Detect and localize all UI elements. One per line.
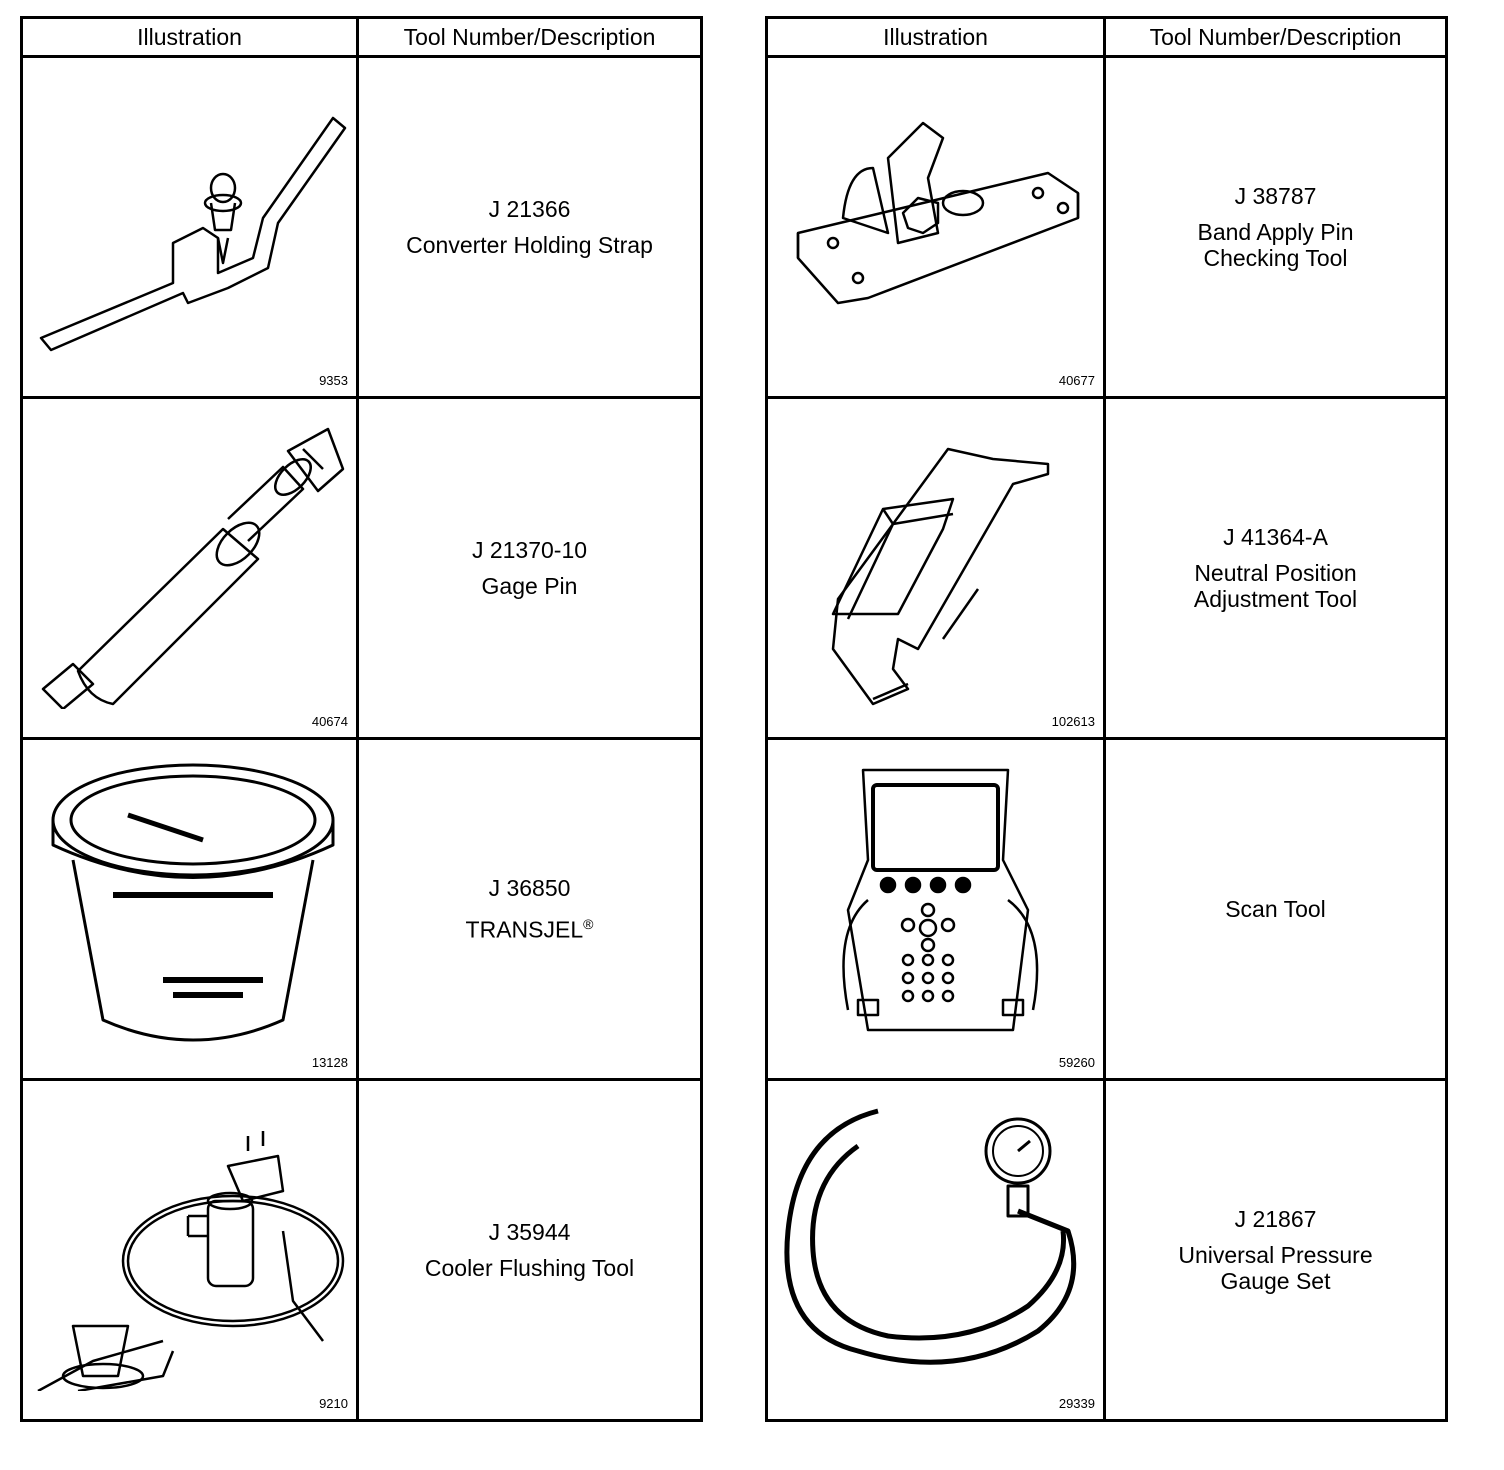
tool-number: J 35944 [488,1219,571,1245]
figure-number: 9210 [319,1396,348,1411]
illustration-header: Illustration [765,16,1106,58]
tool-name: Cooler Flushing Tool [424,1255,635,1281]
description-header: Tool Number/Description [356,16,703,58]
cooler-flusher-icon [37,1131,345,1391]
tool-name: Converter Holding Strap [406,232,653,258]
illustration-cell: 40674 [20,396,359,740]
table-row: 29339 J 21867 Universal Pressure Gauge S… [765,1078,1448,1422]
figure-number: 29339 [1058,1396,1095,1411]
tool-name: Scan Tool [1225,896,1326,922]
tool-number: J 21370-10 [471,537,588,563]
gage-pin-icon [41,427,345,709]
table-row: 40674 J 21370-10 Gage Pin [20,396,703,740]
figure-number: 40674 [311,714,348,729]
figure-number: 40677 [1058,373,1095,388]
illustration-cell: 102613 [765,396,1106,740]
tool-number: J 21867 [1234,1206,1317,1232]
tool-name: Gage Pin [481,573,578,599]
table-row: 9210 J 35944 Cooler Flushing Tool [20,1078,703,1422]
table-row: 13128 J 36850 TRANSJEL® [20,737,703,1081]
tool-name: Band Apply Pin Checking Tool [1197,219,1354,271]
description-cell: Scan Tool [1103,737,1448,1081]
tool-number: J 36850 [488,875,571,902]
illustration-cell: 9353 [20,55,359,399]
tool-number: J 41364-A [1223,524,1328,550]
illustration-cell: 13128 [20,737,359,1081]
table-row: 102613 J 41364-A Neutral Position Adjust… [765,396,1448,740]
transjel-tub-icon [51,763,335,1042]
illustration-cell: 9210 [20,1078,359,1422]
illustration-cell: 59260 [765,737,1106,1081]
illustration-cell: 29339 [765,1078,1106,1422]
tool-name: Neutral Position Adjustment Tool [1193,560,1358,612]
figure-number: 13128 [311,1055,348,1070]
description-cell: J 36850 TRANSJEL® [356,737,703,1081]
figure-number: 102613 [1051,714,1095,729]
description-header: Tool Number/Description [1103,16,1448,58]
band-pin-tool-icon [796,121,1080,305]
table-row: 9353 J 21366 Converter Holding Strap [20,55,703,399]
description-cell: J 21867 Universal Pressure Gauge Set [1103,1078,1448,1422]
tool-table-left: Illustration Tool Number/Description 935… [20,16,703,1422]
figure-number: 59260 [1058,1055,1095,1070]
description-cell: J 38787 Band Apply Pin Checking Tool [1103,55,1448,399]
table-header-row: Illustration Tool Number/Description [20,16,703,58]
table-row: 40677 J 38787 Band Apply Pin Checking To… [765,55,1448,399]
scan-tool-icon [842,768,1039,1032]
description-cell: J 21370-10 Gage Pin [356,396,703,740]
description-cell: J 35944 Cooler Flushing Tool [356,1078,703,1422]
table-header-row: Illustration Tool Number/Description [765,16,1448,58]
description-cell: J 41364-A Neutral Position Adjustment To… [1103,396,1448,740]
neutral-adjust-tool-icon [831,447,1050,706]
illustration-header: Illustration [20,16,359,58]
tool-name: Universal Pressure Gauge Set [1178,1242,1373,1294]
tool-name: TRANSJEL [465,916,584,943]
figure-number: 9353 [319,373,348,388]
registered-mark: ® [583,916,594,933]
pressure-gauge-icon [784,1108,1077,1365]
illustration-cell: 40677 [765,55,1106,399]
holding-strap-icon [39,116,347,352]
table-row: 59260 Scan Tool [765,737,1448,1081]
tool-number: J 21366 [488,196,571,222]
tool-table-right: Illustration Tool Number/Description 406… [765,16,1448,1422]
tool-number: J 38787 [1234,183,1317,209]
description-cell: J 21366 Converter Holding Strap [356,55,703,399]
